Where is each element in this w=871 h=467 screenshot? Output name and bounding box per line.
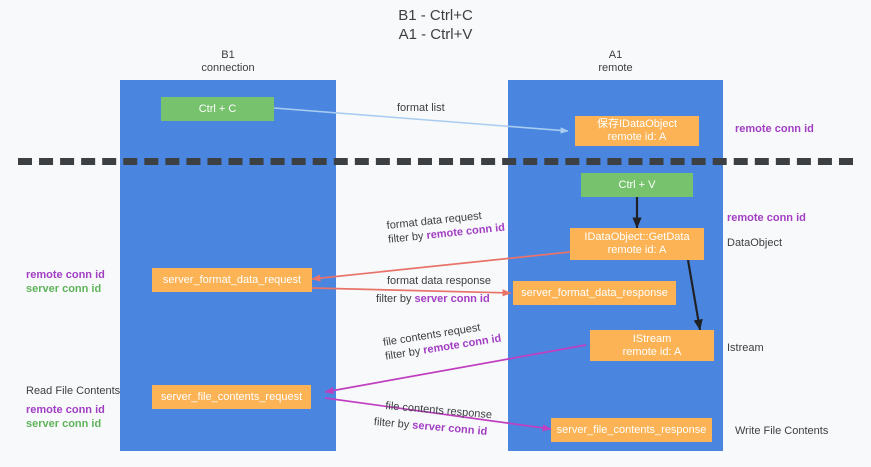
box-server-format-data-response[interactable]: server_format_data_response xyxy=(513,281,676,305)
box-ctrl-v-label: Ctrl + V xyxy=(618,178,656,191)
column-header-b1-name: B1 xyxy=(221,49,235,61)
box-server-format-data-request[interactable]: server_format_data_request xyxy=(152,268,312,292)
box-getdata-line2: remote id: A xyxy=(607,244,667,256)
box-server-file-contents-response-label: server_file_contents_response xyxy=(556,423,707,436)
box-ctrl-v[interactable]: Ctrl + V xyxy=(581,173,693,197)
title-line-1: B1 - Ctrl+C xyxy=(398,7,473,24)
annotation-right-mid-remote-conn-id: remote conn id xyxy=(727,212,806,224)
edge-label-format-list: format list xyxy=(397,101,445,115)
arrow-file-contents-request xyxy=(324,344,587,395)
box-istream[interactable]: IStream remote id: A xyxy=(590,330,714,361)
annotation-left-bottom-conn-ids: remote conn id server conn id xyxy=(26,403,105,431)
annotation-left-conn-ids: remote conn id server conn id xyxy=(26,268,105,296)
box-save-dataobject[interactable]: 保存IDataObject remote id: A xyxy=(575,116,699,146)
box-server-file-contents-request[interactable]: server_file_contents_request xyxy=(152,385,311,409)
box-save-dataobject-line1: 保存IDataObject xyxy=(596,118,678,130)
arrow-format-data-request xyxy=(311,251,571,282)
box-save-dataobject-line2: remote id: A xyxy=(607,131,667,143)
arrow-format-list xyxy=(273,107,569,134)
edge-label-fdr-filter-prefix: filter by xyxy=(387,229,428,246)
edge-label-fcres-filter-prefix: filter by xyxy=(373,416,413,432)
edge-label-format-data-response: format data response filter by server co… xyxy=(376,274,491,306)
box-ctrl-c[interactable]: Ctrl + C xyxy=(161,97,274,121)
annotation-left-read-file-contents: Read File Contents xyxy=(26,385,121,397)
annotation-right-dataobject: DataObject xyxy=(727,237,783,249)
annotation-left-bottom-remote-conn-id: remote conn id xyxy=(26,404,105,416)
annotation-right-write-file-contents: Write File Contents xyxy=(735,425,829,437)
annotation-right-istream: Istream xyxy=(727,342,764,354)
title-line-2: A1 - Ctrl+V xyxy=(398,26,473,43)
column-header-a1: A1 remote xyxy=(508,49,723,75)
box-istream-line1: IStream xyxy=(632,332,672,345)
box-server-format-data-response-label: server_format_data_response xyxy=(521,286,668,299)
box-ctrl-c-label: Ctrl + C xyxy=(198,102,237,115)
phase-separator-dashed-line xyxy=(18,158,853,165)
column-header-b1-sub: connection xyxy=(201,62,255,74)
box-getdata-line1: IDataObject::GetData xyxy=(584,231,690,243)
box-server-format-data-request-label: server_format_data_request xyxy=(162,273,302,286)
annotation-left-server-conn-id: server conn id xyxy=(26,283,102,295)
box-istream-line2: remote id: A xyxy=(622,345,682,358)
column-header-a1-sub: remote xyxy=(598,62,633,74)
box-server-file-contents-request-label: server_file_contents_request xyxy=(160,390,303,403)
edge-label-format-data-response-text: format data response xyxy=(387,275,491,287)
arrow-file-contents-response xyxy=(324,397,552,432)
page-title: B1 - Ctrl+C A1 - Ctrl+V xyxy=(0,6,871,44)
annotation-left-remote-conn-id: remote conn id xyxy=(26,269,105,281)
box-server-file-contents-response[interactable]: server_file_contents_response xyxy=(551,418,712,442)
column-header-b1: B1 connection xyxy=(120,49,336,75)
column-header-a1-name: A1 xyxy=(608,49,623,61)
edge-label-format-list-text: format list xyxy=(397,102,445,114)
arrow-getdata-to-istream xyxy=(686,259,703,331)
annotation-left-bottom-server-conn-id: server conn id xyxy=(26,418,102,430)
box-idataobject-getdata[interactable]: IDataObject::GetData remote id: A xyxy=(570,228,704,260)
arrow-format-data-response xyxy=(311,287,512,297)
edge-label-fdres-filter-prefix: filter by xyxy=(376,293,415,305)
edge-label-format-data-response-filter: filter by server conn id xyxy=(376,292,491,306)
edge-label-fdres-filter-key: server conn id xyxy=(414,293,490,305)
annotation-right-top-remote-conn-id: remote conn id xyxy=(735,123,814,135)
